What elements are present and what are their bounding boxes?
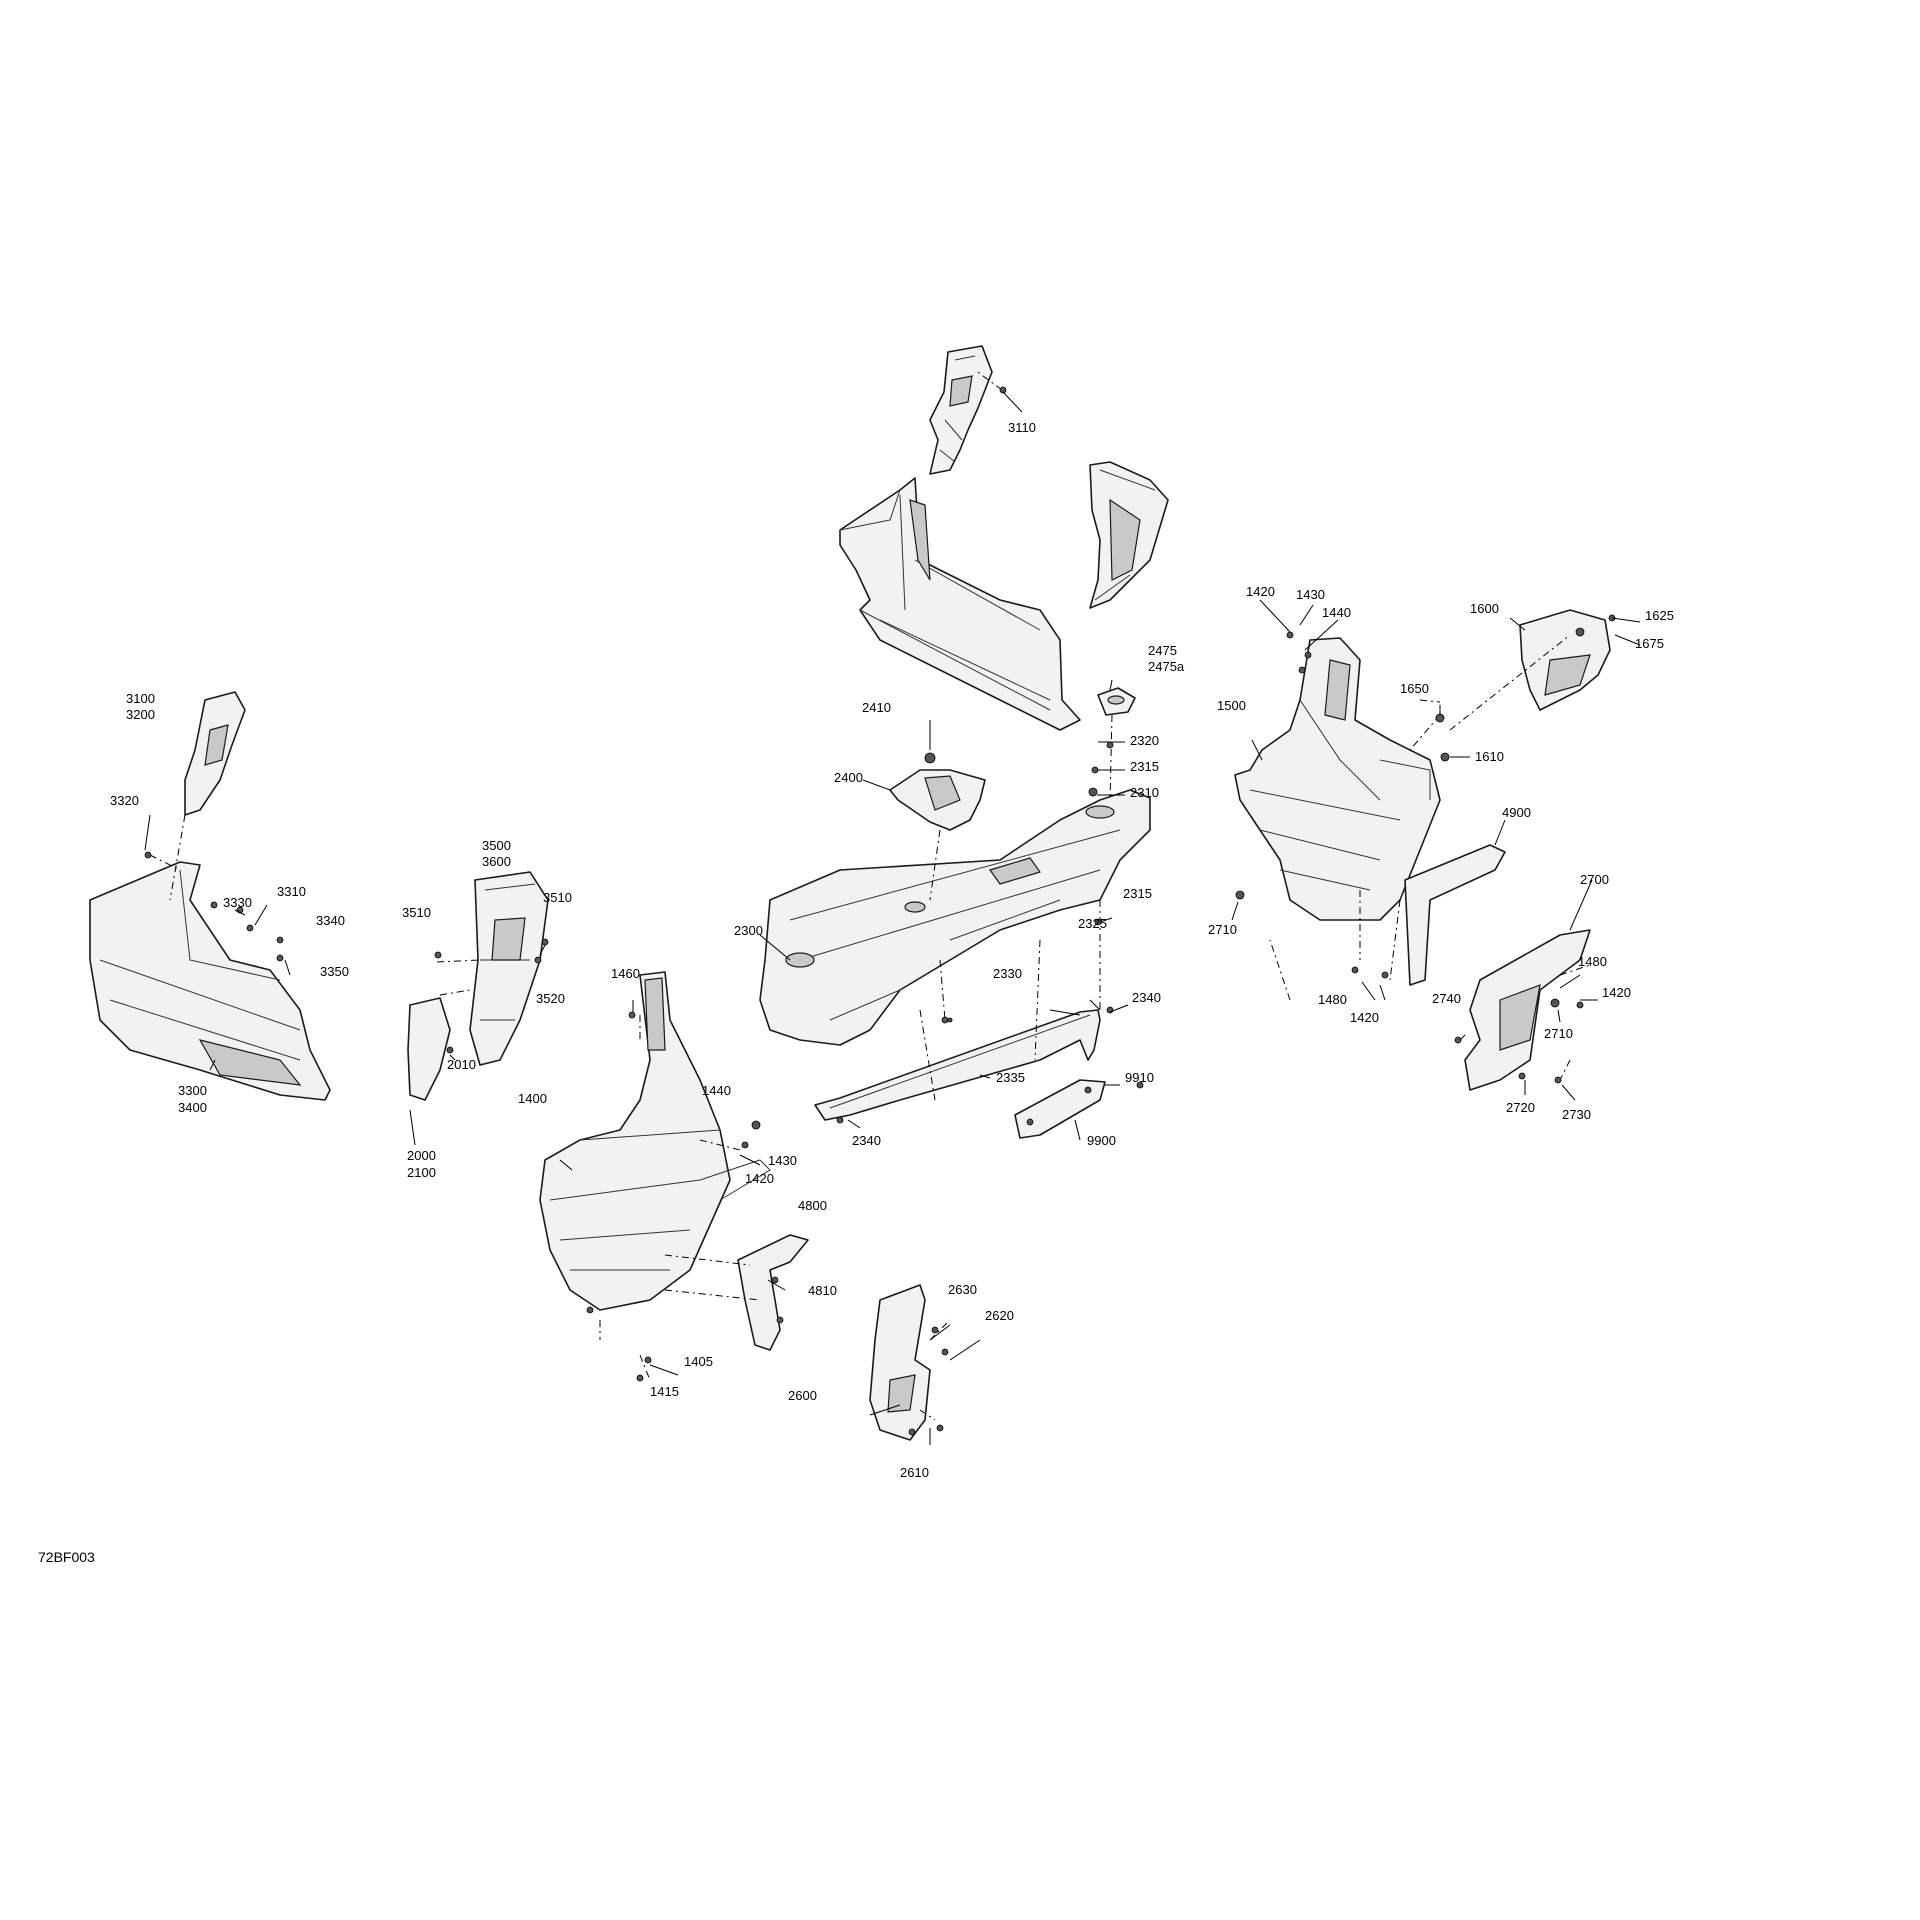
callout-3300: 3300 <box>178 1083 207 1098</box>
part-3300-left-rocker <box>89 861 331 1101</box>
callout-3400: 3400 <box>178 1100 207 1115</box>
part-2475-cap <box>1097 687 1136 716</box>
callout-2315-lower: 2315 <box>1123 886 1152 901</box>
callout-1440-left: 1440 <box>702 1083 731 1098</box>
callout-1405: 1405 <box>684 1354 713 1369</box>
callout-9910: 9910 <box>1125 1070 1154 1085</box>
callout-2300: 2300 <box>734 923 763 938</box>
callout-1420-lower: 1420 <box>1350 1010 1379 1025</box>
part-2330-rail <box>814 1009 1101 1121</box>
callout-3510-right: 3510 <box>543 890 572 905</box>
part-4900-trim <box>1404 844 1506 986</box>
callout-3330: 3330 <box>223 895 252 910</box>
callout-1430-left: 1430 <box>768 1153 797 1168</box>
callout-3310: 3310 <box>277 884 306 899</box>
callout-2010: 2010 <box>447 1057 476 1072</box>
callout-3340: 3340 <box>316 913 345 928</box>
callout-1430-top: 1430 <box>1296 587 1325 602</box>
figure-code: 72BF003 <box>38 1549 95 1565</box>
callout-2710-right: 2710 <box>1544 1026 1573 1041</box>
part-2700-lower-panel <box>1464 929 1591 1091</box>
callout-3520: 3520 <box>536 991 565 1006</box>
callout-2330: 2330 <box>993 966 1022 981</box>
assembly-lines <box>149 369 1591 1421</box>
callout-2730: 2730 <box>1562 1107 1591 1122</box>
part-1600-cover <box>1519 609 1611 711</box>
callout-2000: 2000 <box>407 1148 436 1163</box>
callout-2100: 2100 <box>407 1165 436 1180</box>
callout-4800: 4800 <box>798 1198 827 1213</box>
callout-3320: 3320 <box>110 793 139 808</box>
callout-2410: 2410 <box>862 700 891 715</box>
callout-2310: 2310 <box>1130 785 1159 800</box>
callout-2630: 2630 <box>948 1282 977 1297</box>
callout-2610: 2610 <box>900 1465 929 1480</box>
callout-2740: 2740 <box>1432 991 1461 1006</box>
callout-2600: 2600 <box>788 1388 817 1403</box>
callout-3200: 3200 <box>126 707 155 722</box>
callout-labels: 3110 3100 3200 3320 3330 3310 3340 3350 … <box>110 420 1674 1480</box>
part-4800-trim <box>737 1234 809 1351</box>
part-9900-plate <box>1014 1079 1106 1139</box>
part-2600-lower-panel <box>869 1284 931 1441</box>
callout-3510-left: 3510 <box>402 905 431 920</box>
callout-1500: 1500 <box>1217 698 1246 713</box>
callout-2325: 2325 <box>1078 916 1107 931</box>
part-upper-side-panel <box>839 477 1081 731</box>
part-1400-left-body <box>539 971 771 1311</box>
callout-3350: 3350 <box>320 964 349 979</box>
callout-1480-right: 1480 <box>1578 954 1607 969</box>
part-1500-right-body <box>1234 637 1441 921</box>
callout-1610: 1610 <box>1475 749 1504 764</box>
callout-2315-upper: 2315 <box>1130 759 1159 774</box>
callout-2700: 2700 <box>1580 872 1609 887</box>
callout-1650: 1650 <box>1400 681 1429 696</box>
part-2400-cover <box>889 752 986 831</box>
callout-2720: 2720 <box>1506 1100 1535 1115</box>
callout-9900: 9900 <box>1087 1133 1116 1148</box>
callout-2320: 2320 <box>1130 733 1159 748</box>
leader-lines <box>144 391 1641 1445</box>
callout-2340-right: 2340 <box>1132 990 1161 1005</box>
part-3100-left-pillar <box>184 691 246 816</box>
callout-3600: 3600 <box>482 854 511 869</box>
callout-1420-top: 1420 <box>1246 584 1275 599</box>
callout-1440-top: 1440 <box>1322 605 1351 620</box>
part-3500-frame <box>469 871 549 1066</box>
callout-3110: 3110 <box>1008 420 1036 435</box>
part-3110-upper-bracket <box>929 345 993 475</box>
callout-1400: 1400 <box>518 1091 547 1106</box>
part-upper-right-panel <box>1089 461 1169 609</box>
callout-2475: 2475 <box>1148 643 1177 658</box>
callout-1420-left: 1420 <box>745 1171 774 1186</box>
callout-4810: 4810 <box>808 1283 837 1298</box>
part-2300-center-console <box>759 789 1151 1046</box>
callout-1420-right: 1420 <box>1602 985 1631 1000</box>
callout-2400: 2400 <box>834 770 863 785</box>
callout-2340-left: 2340 <box>852 1133 881 1148</box>
callout-1460: 1460 <box>611 966 640 981</box>
callout-3500: 3500 <box>482 838 511 853</box>
callout-2620: 2620 <box>985 1308 1014 1323</box>
callout-2335: 2335 <box>996 1070 1025 1085</box>
callout-1415: 1415 <box>650 1384 679 1399</box>
callout-4900: 4900 <box>1502 805 1531 820</box>
callout-2475a: 2475a <box>1148 659 1185 674</box>
callout-1600: 1600 <box>1470 601 1499 616</box>
callout-3100: 3100 <box>126 691 155 706</box>
callout-1480-left: 1480 <box>1318 992 1347 1007</box>
callout-1675: 1675 <box>1635 636 1664 651</box>
callout-2710-left: 2710 <box>1208 922 1237 937</box>
part-2000-strip <box>407 997 451 1101</box>
callout-1625: 1625 <box>1645 608 1674 623</box>
